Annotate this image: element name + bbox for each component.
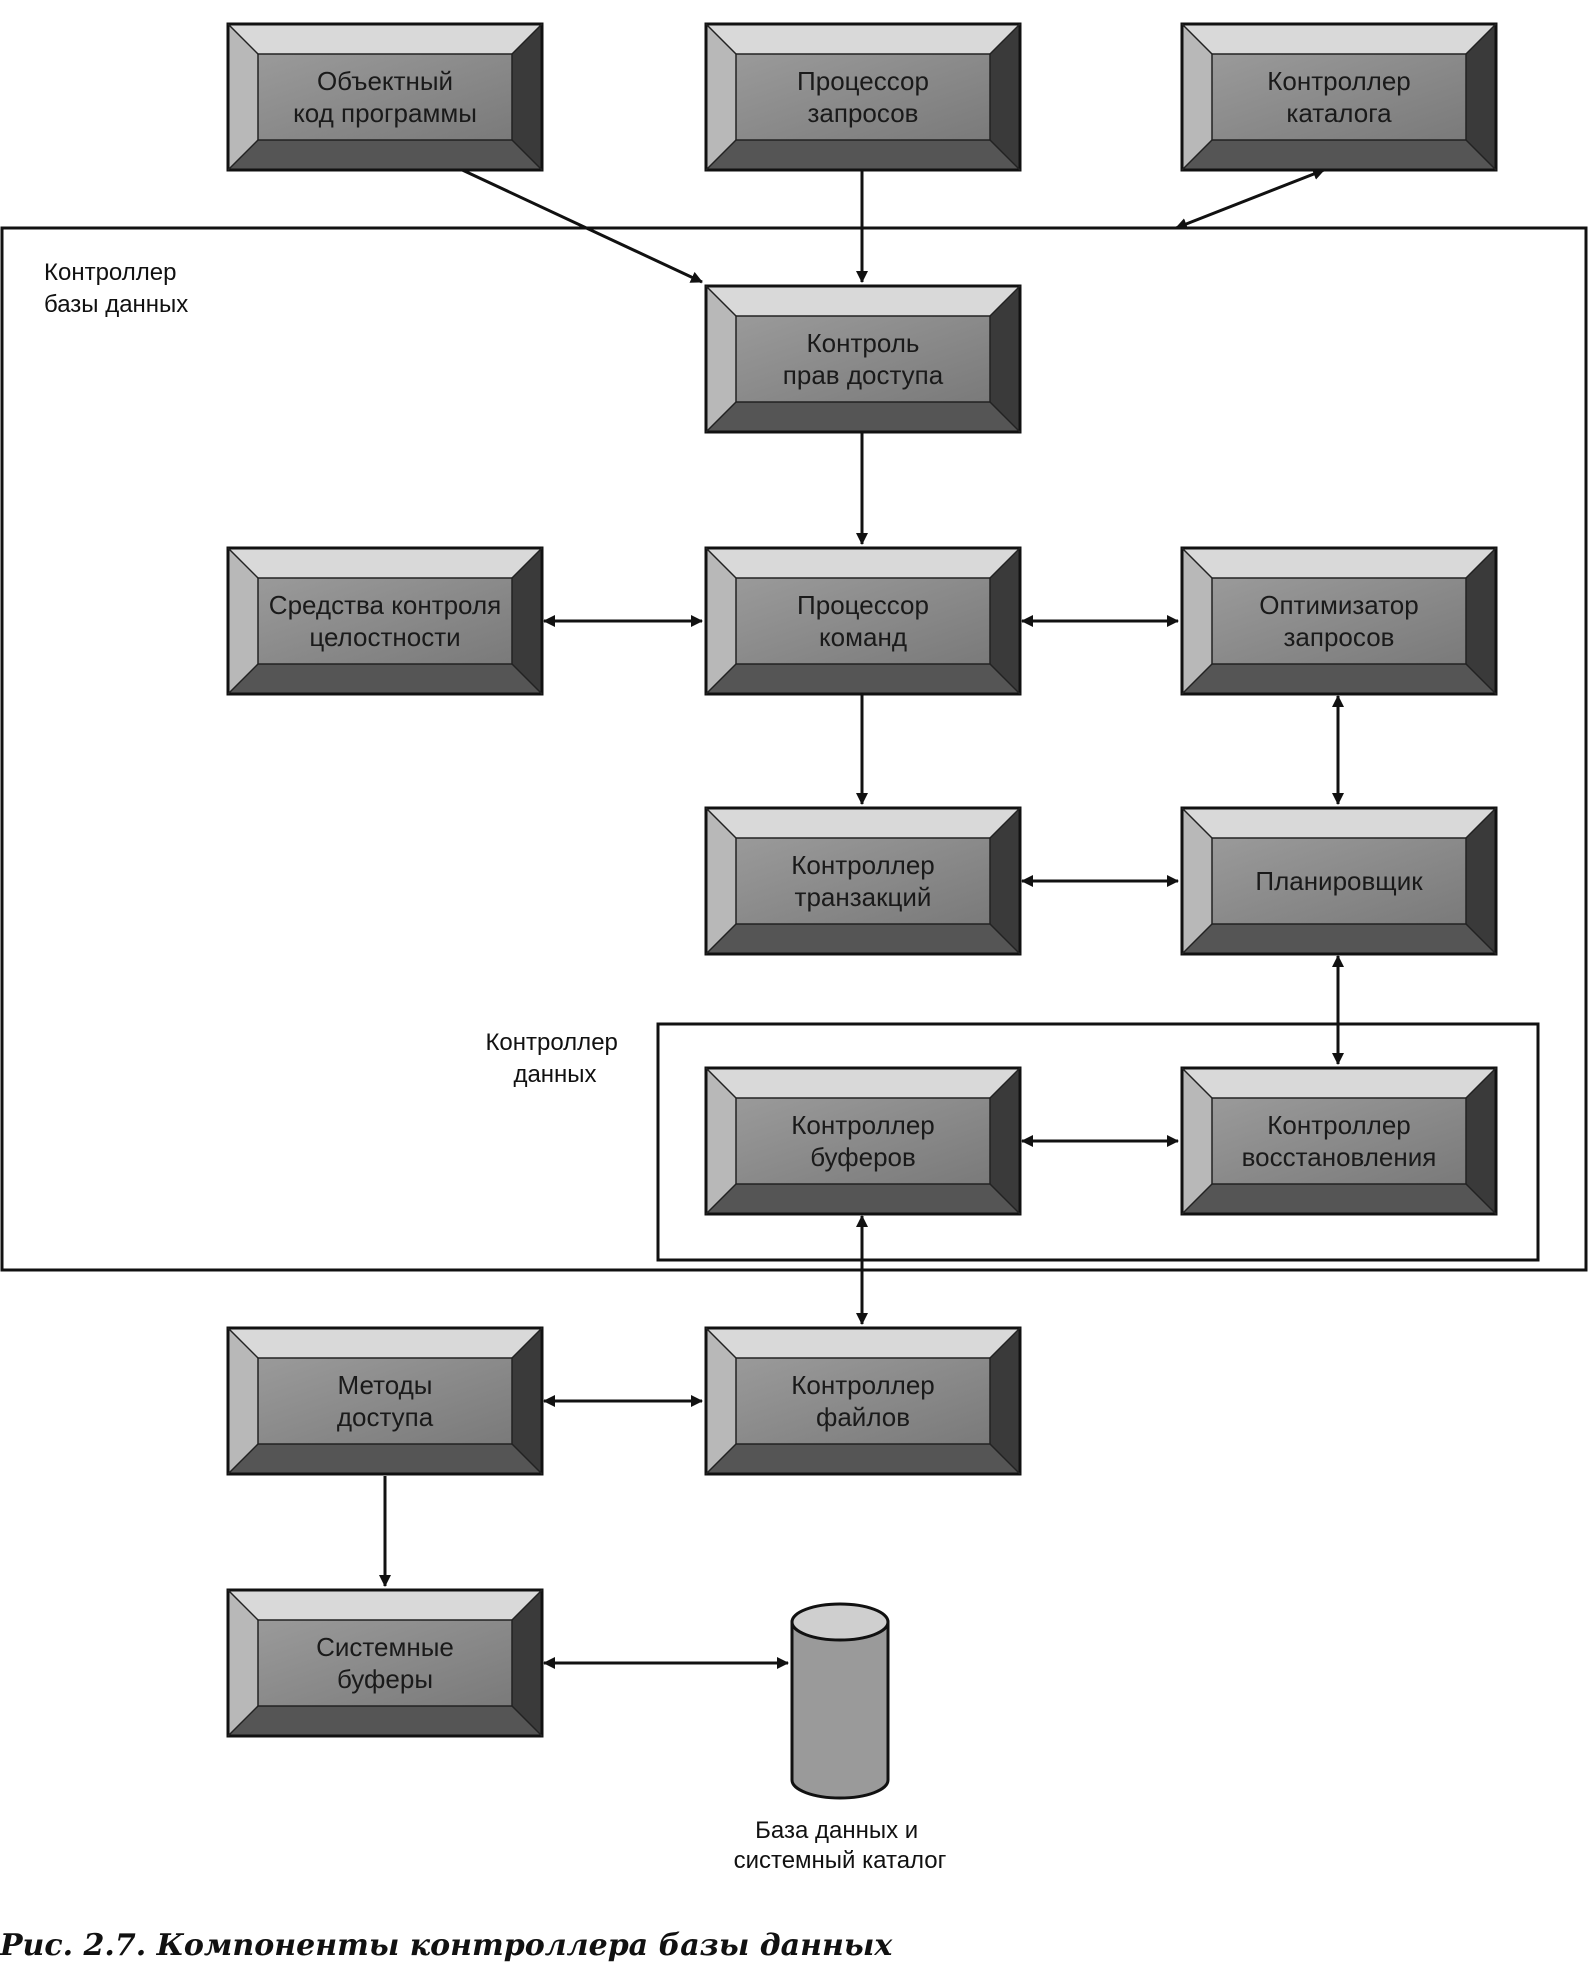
database-cylinder-icon [790,1602,890,1800]
database-label: База данных и системный каталог [734,1817,947,1874]
box-label: Планировщик [1255,866,1423,896]
box-scheduler: Планировщик [1180,806,1498,956]
connector-object-code-to-access-control [457,166,703,284]
database-manager-frame [0,226,1588,1272]
connector-catalog-manager-to-database-manager [1175,168,1325,230]
figure-caption: Рис. 2.7. Компоненты контроллера базы да… [0,1928,893,1963]
data-manager-label: Контроллер данных [485,1029,624,1088]
data-manager-frame [656,1022,1540,1262]
database-manager-label: Контроллер базы данных [44,259,188,318]
connectors [379,166,1344,1669]
